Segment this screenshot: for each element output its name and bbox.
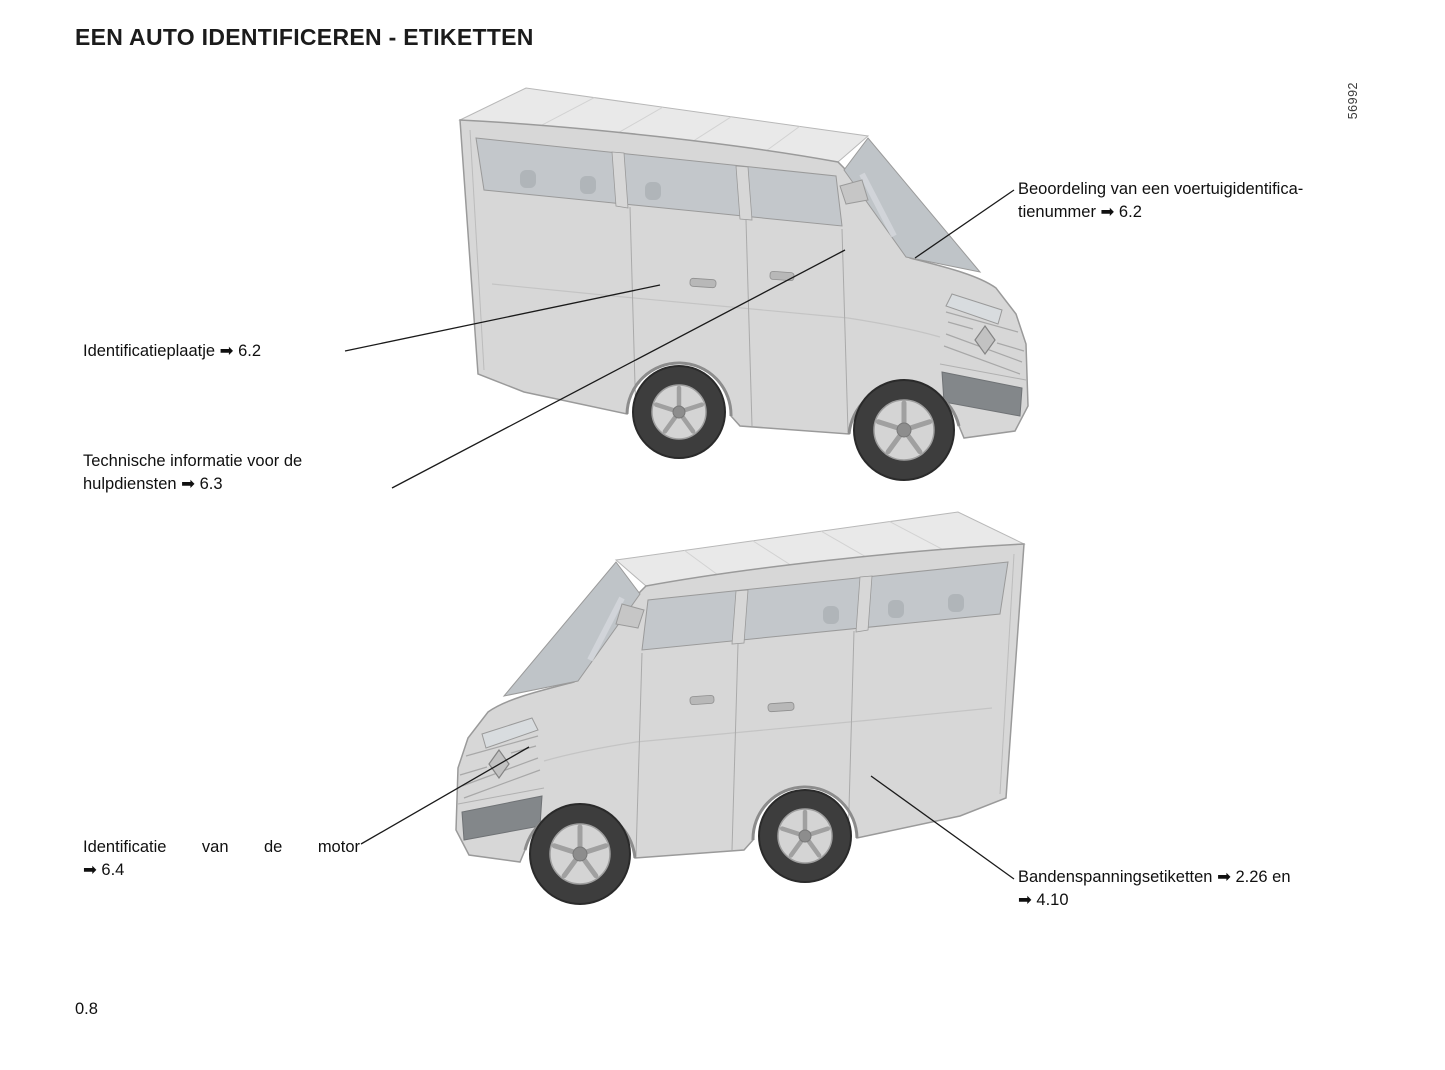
callout-tyre-pressure-labels: Bandenspanningsetiketten ➡ 2.26 en ➡ 4.1… [1018, 866, 1291, 912]
van-bottom-front-left-view [456, 512, 1024, 904]
callout-line: Identificatie van de motor [83, 838, 360, 856]
callout-engine-identification: Identificatie van de motor ➡ 6.4 [83, 836, 360, 882]
callout-line: Beoordeling van een voertuigidentifica- [1018, 180, 1304, 198]
callout-emergency-info: Technische informatie voor de hulpdienst… [83, 450, 302, 496]
leader-line-engine-identification [360, 746, 530, 845]
callout-line: tienummer ➡ 6.2 [1018, 203, 1142, 221]
callout-line: Identificatieplaatje ➡ 6.2 [83, 342, 262, 360]
page-number: 0.8 [75, 1000, 98, 1018]
van-top-front-right-view [460, 88, 1028, 480]
page-title: EEN AUTO IDENTIFICEREN - ETIKETTEN [75, 24, 534, 50]
callout-line: hulpdiensten ➡ 6.3 [83, 475, 223, 493]
callout-line: ➡ 6.4 [83, 861, 125, 879]
callout-line: Technische informatie voor de [83, 452, 303, 470]
illustration-number: 56992 [1346, 82, 1360, 120]
callout-line: ➡ 4.10 [1018, 891, 1069, 909]
callout-vin-number: Beoordeling van een voertuigidentifica- … [1018, 178, 1303, 224]
callout-line: Bandenspanningsetiketten ➡ 2.26 en [1018, 868, 1291, 886]
leader-line-tyre-pressure [870, 775, 1015, 880]
leader-line-identification-plate [344, 284, 661, 352]
leader-line-vin-number [914, 189, 1015, 259]
leader-line-emergency-info [391, 249, 846, 489]
callout-identification-plate: Identificatieplaatje ➡ 6.2 [83, 340, 261, 363]
